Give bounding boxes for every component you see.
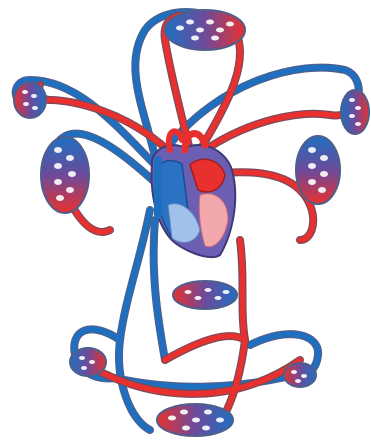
capillary-bed-bottom: [157, 404, 233, 436]
heart: [152, 131, 236, 257]
capillary-bed-upper-left: [14, 82, 46, 118]
capillary-bed-upper-right: [341, 90, 369, 134]
capillary-bed-lower-right: [284, 363, 316, 387]
capillary-bed-mid-left: [41, 137, 89, 213]
capillary-bed-top: [165, 10, 245, 50]
capillary-bed-center: [173, 281, 237, 309]
capillary-bed-mid-right: [296, 136, 340, 204]
capillary-bed-lower-left: [70, 348, 106, 376]
